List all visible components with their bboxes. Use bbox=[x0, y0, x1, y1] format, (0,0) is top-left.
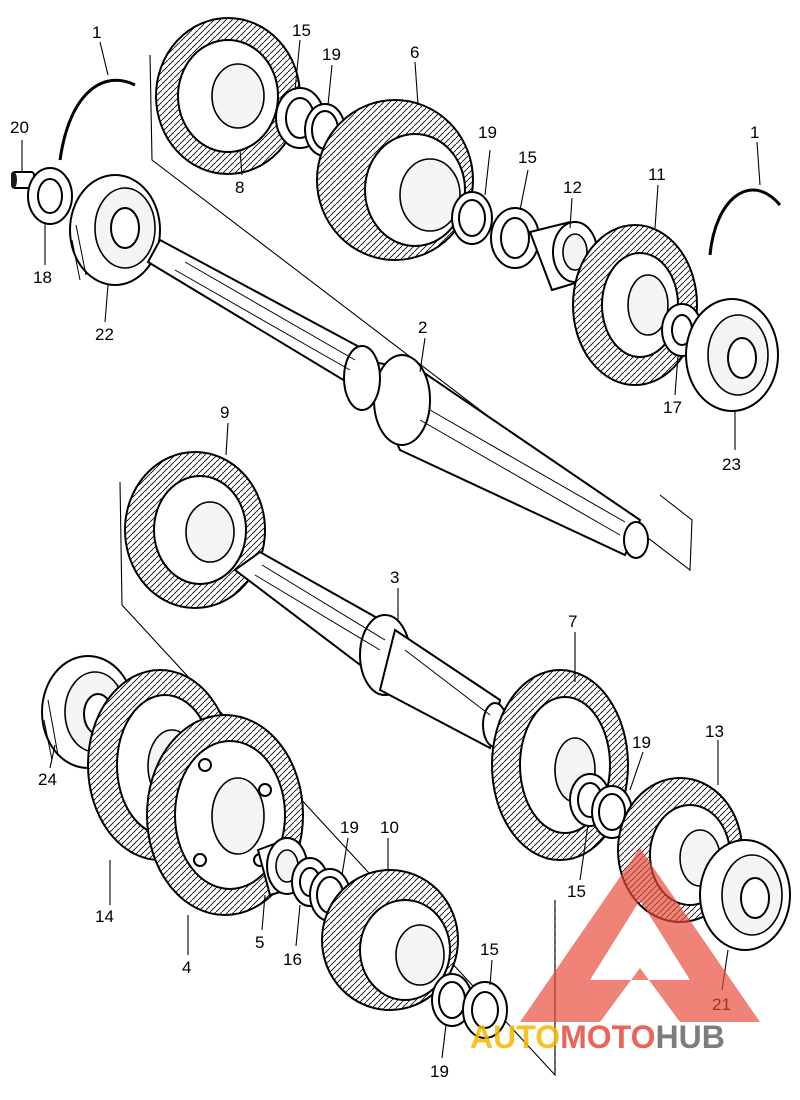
countershaft-part-3 bbox=[233, 550, 508, 750]
callout-15-bottom: 15 bbox=[480, 940, 499, 959]
callout-19-bottom-mid: 19 bbox=[340, 818, 359, 837]
callout-6: 6 bbox=[410, 43, 419, 62]
callout-14: 14 bbox=[95, 907, 114, 926]
leader-lines bbox=[21, 39, 761, 1059]
callout-15-right: 15 bbox=[567, 882, 586, 901]
callout-16: 16 bbox=[283, 950, 302, 969]
callout-19-bottom: 19 bbox=[430, 1062, 449, 1081]
mainshaft-guide-outline bbox=[149, 54, 693, 572]
bearing-part-21 bbox=[699, 839, 791, 951]
callout-19-top: 19 bbox=[322, 45, 341, 64]
callout-17: 17 bbox=[663, 398, 682, 417]
gear-part-8 bbox=[155, 17, 301, 175]
mainshaft-part-2 bbox=[146, 238, 649, 559]
callout-12: 12 bbox=[563, 178, 582, 197]
callout-8: 8 bbox=[235, 178, 244, 197]
callout-4: 4 bbox=[182, 958, 191, 977]
callout-24: 24 bbox=[38, 770, 57, 789]
callout-5: 5 bbox=[255, 933, 264, 952]
bearing-part-22 bbox=[69, 174, 161, 286]
callout-19-right: 19 bbox=[632, 733, 651, 752]
callout-20: 20 bbox=[10, 118, 29, 137]
callout-18: 18 bbox=[33, 268, 52, 287]
gear-part-9 bbox=[124, 451, 266, 609]
callout-13: 13 bbox=[705, 722, 724, 741]
watermark-auto: AUTO bbox=[470, 1019, 560, 1055]
gear-part-6 bbox=[316, 99, 474, 261]
callout-9: 9 bbox=[220, 403, 229, 422]
callout-7: 7 bbox=[568, 612, 577, 631]
callout-22: 22 bbox=[95, 325, 114, 344]
watermark-hub: HUB bbox=[655, 1019, 724, 1055]
callout-10: 10 bbox=[380, 818, 399, 837]
svg-text:AUTOMOTOHUB: AUTOMOTOHUB bbox=[470, 1019, 725, 1055]
callout-2: 2 bbox=[418, 318, 427, 337]
callout-23: 23 bbox=[722, 455, 741, 474]
gear-part-11 bbox=[572, 224, 698, 386]
callout-15-mid: 15 bbox=[518, 148, 537, 167]
callout-19-mid: 19 bbox=[478, 123, 497, 142]
bearing-part-23 bbox=[685, 298, 779, 412]
bushing-part-5 bbox=[256, 836, 308, 897]
watermark-triangle-icon bbox=[520, 848, 760, 1022]
callout-15-top: 15 bbox=[292, 21, 311, 40]
callout-11: 11 bbox=[648, 165, 666, 184]
watermark-moto: MOTO bbox=[560, 1019, 655, 1055]
watermark-logo: AUTOMOTOHUB bbox=[470, 848, 760, 1055]
callout-1-right: 1 bbox=[750, 123, 759, 142]
callout-3: 3 bbox=[390, 568, 399, 587]
circlip-left bbox=[58, 78, 136, 161]
callout-1-left: 1 bbox=[92, 23, 101, 42]
circlip-right bbox=[708, 188, 782, 256]
gear-part-10 bbox=[321, 869, 459, 1011]
